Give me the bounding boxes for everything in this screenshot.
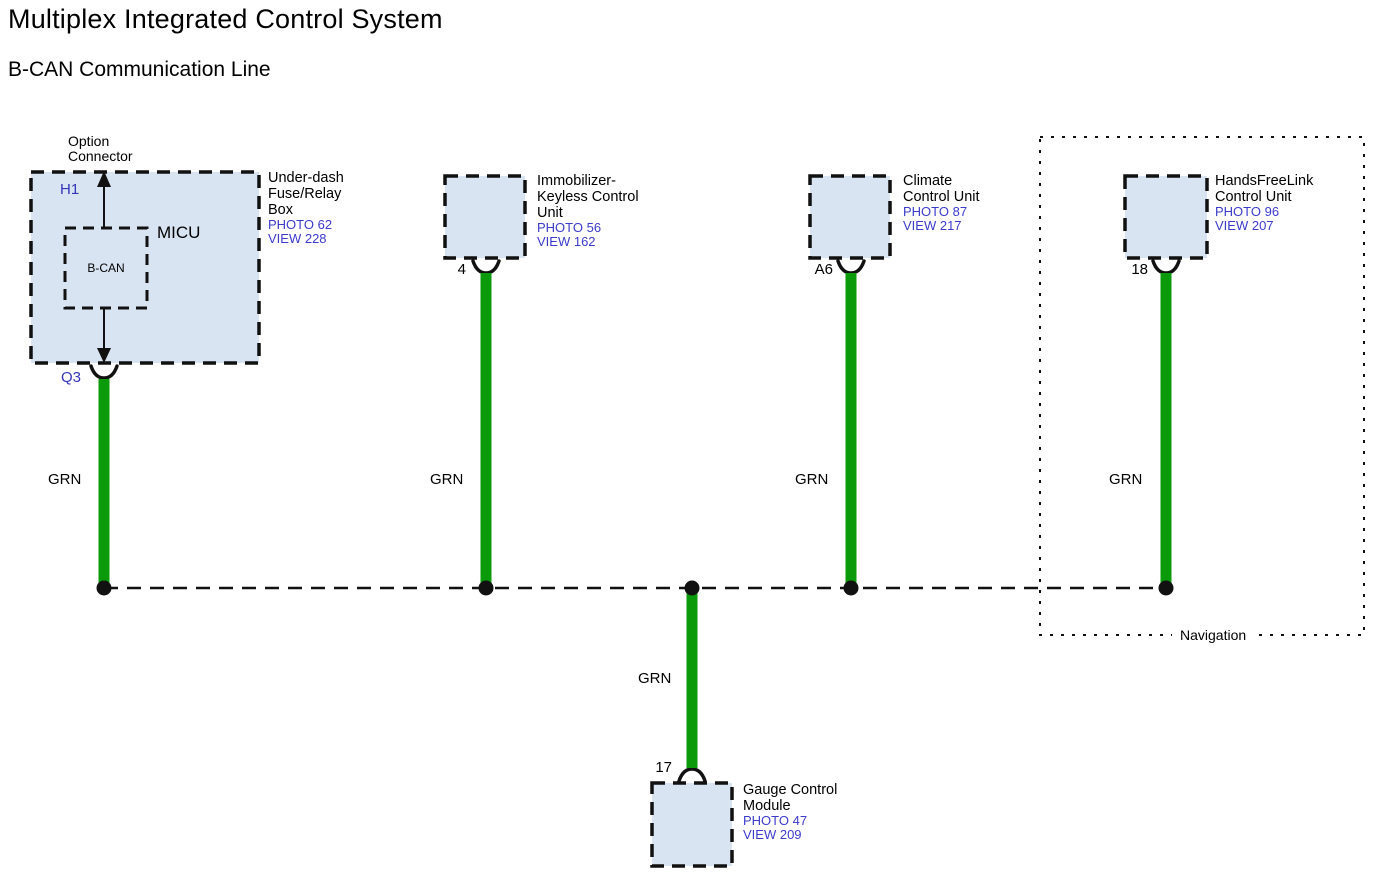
photo-reference: PHOTO 62 — [268, 217, 333, 232]
component-name-line: Keyless Control — [537, 189, 639, 205]
view-reference: VIEW 207 — [1215, 218, 1274, 233]
wire-color-label-gauge: GRN — [638, 670, 672, 687]
immobilizer-label-block: Immobilizer- Keyless Control Unit PHOTO … — [537, 173, 639, 249]
pin-label-h1: H1 — [60, 181, 80, 198]
bcan-inner-label: B-CAN — [87, 261, 125, 275]
junction-dot-gauge — [684, 580, 700, 596]
option-connector-label: Option Connector — [68, 134, 133, 164]
gauge-control-module-box — [650, 781, 734, 868]
component-name-line: Climate — [903, 173, 953, 189]
navigation-enclosure-label: Navigation — [1172, 627, 1255, 643]
view-reference: VIEW 228 — [268, 231, 327, 246]
view-reference: VIEW 217 — [903, 218, 962, 233]
component-name-line: Gauge Control — [743, 782, 838, 798]
pin-number-17: 17 — [655, 759, 672, 776]
pin-number-18: 18 — [1131, 261, 1148, 278]
connector-q3-icon — [89, 364, 119, 380]
gauge-label-block: Gauge Control Module PHOTO 47 VIEW 209 — [743, 782, 837, 842]
immobilizer-keyless-box — [443, 174, 527, 260]
wire-color-label-climate: GRN — [795, 471, 829, 488]
component-name-line: Fuse/Relay — [268, 186, 342, 202]
connector-pinA6-icon — [836, 259, 866, 275]
page-subtitle: B-CAN Communication Line — [8, 58, 271, 81]
pin-number-a6: A6 — [814, 261, 833, 278]
wire-color-label-micu: GRN — [48, 471, 82, 488]
component-name-line: Unit — [537, 205, 563, 221]
handsfreelink-label-block: HandsFreeLink Control Unit PHOTO 96 VIEW… — [1215, 173, 1313, 233]
photo-reference: PHOTO 56 — [537, 220, 602, 235]
junction-dot-micu — [96, 580, 112, 596]
wire-color-label-handsfreelink: GRN — [1109, 471, 1143, 488]
under-dash-label-block: Under-dash Fuse/Relay Box PHOTO 62 VIEW … — [268, 170, 344, 246]
photo-reference: PHOTO 96 — [1215, 204, 1280, 219]
page-title: Multiplex Integrated Control System — [8, 4, 443, 34]
climate-label-block: Climate Control Unit PHOTO 87 VIEW 217 — [903, 173, 980, 233]
component-name-line: Control Unit — [903, 189, 980, 205]
climate-control-box — [808, 174, 892, 260]
junction-dot-immobilizer — [478, 580, 494, 596]
component-name-line: Immobilizer- — [537, 173, 616, 189]
wire-color-label-immobilizer: GRN — [430, 471, 464, 488]
bcan-inner-box — [63, 226, 149, 310]
connector-pin18-icon — [1151, 259, 1181, 275]
view-reference: VIEW 162 — [537, 234, 596, 249]
arrow-down-icon — [97, 348, 111, 363]
micu-unit-label: MICU — [157, 223, 201, 242]
junction-dot-handsfreelink — [1158, 580, 1174, 596]
photo-reference: PHOTO 87 — [903, 204, 968, 219]
component-name-line: Box — [268, 202, 293, 218]
option-connector-line1: Option — [68, 133, 110, 149]
handsfreelink-box — [1123, 174, 1209, 260]
component-name-line: Under-dash — [268, 170, 344, 186]
component-name-line: Module — [743, 798, 791, 814]
arrow-up-icon — [97, 171, 111, 187]
navigation-enclosure-box — [1039, 136, 1365, 636]
connector-pin4-icon — [471, 259, 501, 275]
view-reference: VIEW 209 — [743, 827, 802, 842]
photo-reference: PHOTO 47 — [743, 813, 808, 828]
junction-dot-climate — [843, 580, 859, 596]
option-connector-line2: Connector — [68, 148, 133, 164]
connector-pin17-icon — [677, 767, 707, 783]
pin-number-4: 4 — [457, 261, 466, 278]
component-name-line: Control Unit — [1215, 189, 1292, 205]
component-name-line: HandsFreeLink — [1215, 173, 1314, 189]
pin-label-q3: Q3 — [61, 369, 82, 386]
